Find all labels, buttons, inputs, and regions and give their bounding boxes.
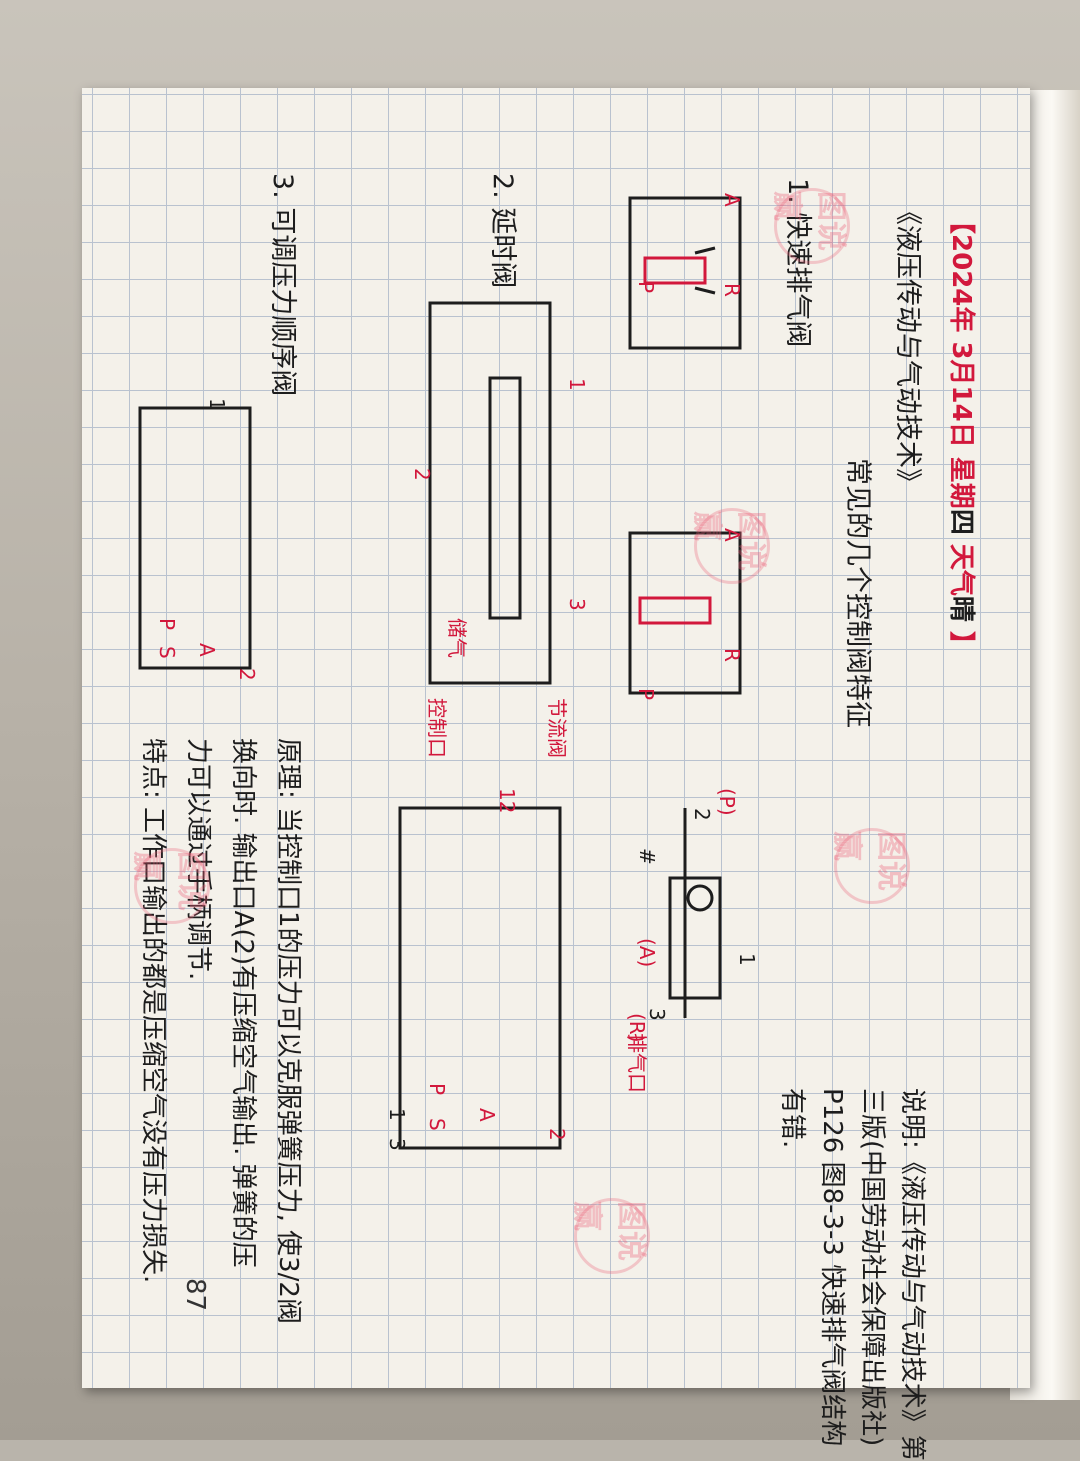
exhaust-valve-symbol: (P) 2 # (A) 1 (R) 3 排气口 (625, 788, 759, 1093)
svg-text:12: 12 (495, 788, 519, 813)
principle-line-1: 原理: 当控制口1的压力可以克服弹簧压力, 使3/2阀 (273, 738, 303, 1324)
note-line-3: P126 图8-3-3 快速排气阀结构 (817, 1088, 847, 1447)
watermark-stamp: 图说赢 (129, 848, 210, 924)
principle-line-4: 特点: 工作口输出的都是压缩空气没有压力损失. (138, 738, 168, 1284)
watermark-stamp: 图说赢 (769, 188, 850, 264)
quick-exhaust-valve-1: A P R (628, 193, 744, 350)
svg-text:S: S (155, 646, 179, 659)
svg-text:A: A (720, 528, 744, 542)
watermark-stamp: 图说赢 (689, 508, 770, 584)
svg-text:控制口: 控制口 (425, 698, 449, 758)
svg-text:储气: 储气 (445, 618, 469, 658)
svg-text:A: A (720, 193, 744, 207)
svg-text:R: R (720, 283, 744, 297)
svg-text:P: P (155, 618, 179, 630)
delay-valve: 1 2 3 储气 节流阀 控制口 (410, 301, 589, 758)
svg-text:P: P (634, 281, 658, 293)
svg-text:1: 1 (735, 953, 759, 966)
note-line-1: 说明:《液压传动与气动技术》第 (897, 1088, 927, 1461)
svg-text:P: P (425, 1083, 449, 1095)
sequence-valve-symbol-left: 1 P S A 2 (138, 398, 259, 681)
svg-text:排气口: 排气口 (625, 1033, 649, 1093)
principle-line-2: 换向时. 输出口A(2)有压缩空气输出. 弹簧的压 (228, 738, 258, 1268)
svg-text:2: 2 (235, 668, 259, 681)
rotated-notes: 【2024年 3月14日 星期四 天气晴 】 《液压传动与气动技术》 常见的几个… (82, 88, 1030, 1461)
svg-text:#: # (635, 848, 659, 865)
date-header: 【2024年 3月14日 星期四 天气晴 】 (946, 208, 976, 657)
svg-text:2: 2 (545, 1128, 569, 1141)
section-3-heading: 3. 可调压力顺序阀 (267, 173, 298, 397)
note-line-2: 三版(中国劳动社会保障出版社) (857, 1088, 887, 1447)
svg-text:(R): (R) (625, 1013, 649, 1043)
svg-text:A: A (195, 643, 219, 657)
watermark-stamp: 图说赢 (569, 1198, 650, 1274)
page-subtitle: 常见的几个控制阀特征 (842, 458, 873, 728)
note-line-4: 有错. (777, 1088, 807, 1149)
svg-text:P: P (634, 688, 658, 700)
svg-text:1: 1 (565, 378, 589, 391)
svg-text:R: R (720, 648, 744, 662)
watermark-stamp: 图说赢 (829, 828, 910, 904)
svg-text:节流阀: 节流阀 (545, 698, 569, 758)
svg-text:2: 2 (410, 468, 434, 481)
notebook-page (82, 88, 1030, 1388)
svg-text:3: 3 (385, 1138, 409, 1151)
svg-text:(A): (A) (635, 938, 659, 967)
svg-text:3: 3 (645, 1008, 669, 1021)
svg-text:(P): (P) (715, 788, 739, 816)
sequence-valve-symbol-right: 12 1 3 P S A 2 (385, 788, 569, 1151)
svg-text:3: 3 (565, 598, 589, 611)
svg-text:S: S (425, 1118, 449, 1131)
svg-text:A: A (475, 1108, 499, 1122)
svg-text:1: 1 (205, 398, 229, 411)
svg-text:1: 1 (385, 1108, 409, 1121)
page-title: 《液压传动与气动技术》 (892, 198, 923, 495)
svg-text:2: 2 (690, 808, 714, 821)
section-2-heading: 2. 延时阀 (487, 173, 518, 289)
page-number: 87 (180, 1278, 210, 1312)
quick-exhaust-valve-2: A P R (628, 528, 744, 700)
